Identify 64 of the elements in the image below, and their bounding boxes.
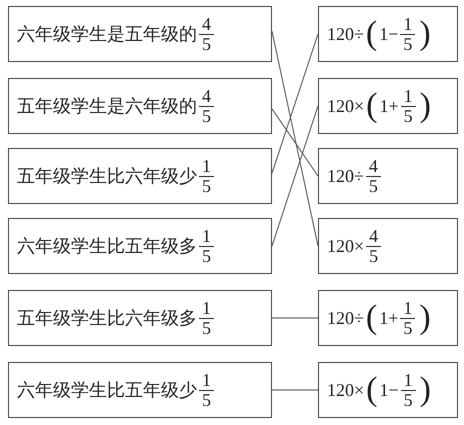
denominator: 5 bbox=[403, 318, 412, 338]
matching-line bbox=[272, 34, 318, 174]
numerator: 1 bbox=[400, 14, 416, 34]
parenthesis: ) bbox=[420, 89, 431, 123]
statement-text: 六年级学生是五年级的 bbox=[17, 23, 197, 46]
matching-line bbox=[272, 108, 318, 176]
statement-box bbox=[8, 78, 272, 134]
numerator: 4 bbox=[366, 226, 382, 246]
statement-text: 五年级学生比六年级少 bbox=[17, 165, 197, 188]
statement-text: 六年级学生比五年级多 bbox=[17, 235, 197, 258]
denominator: 5 bbox=[202, 390, 211, 410]
numerator: 1 bbox=[199, 370, 214, 390]
parenthesis: ( bbox=[366, 301, 378, 335]
parenthesis: ) bbox=[420, 373, 431, 407]
matching-line bbox=[272, 30, 318, 246]
parenthesis: ( bbox=[366, 89, 378, 123]
expression-text: 1− bbox=[379, 24, 398, 44]
expression-text: 120÷ bbox=[327, 308, 364, 328]
parenthesis: ) bbox=[419, 301, 431, 335]
expression-text: 120× bbox=[327, 96, 364, 116]
numerator: 4 bbox=[199, 86, 214, 106]
expression-box bbox=[318, 6, 458, 62]
statement-box bbox=[8, 290, 272, 346]
expression-box bbox=[318, 362, 458, 418]
statement-text: 六年级学生比五年级少 bbox=[17, 379, 197, 402]
numerator: 1 bbox=[199, 226, 214, 246]
statement-text: 五年级学生是六年级的 bbox=[17, 95, 197, 118]
denominator: 5 bbox=[368, 176, 378, 196]
parenthesis: ( bbox=[366, 17, 378, 51]
statement-box bbox=[8, 6, 272, 62]
statement-box bbox=[8, 148, 272, 204]
expression-box bbox=[318, 78, 458, 134]
expression-box bbox=[318, 148, 458, 204]
denominator: 5 bbox=[202, 34, 211, 54]
expression-text: 120× bbox=[327, 236, 364, 256]
expression-box bbox=[318, 290, 458, 346]
expression-text: 120÷ bbox=[327, 24, 364, 44]
denominator: 5 bbox=[403, 34, 412, 54]
expression-text: 1+ bbox=[379, 308, 398, 328]
expression-box bbox=[318, 218, 458, 274]
numerator: 1 bbox=[400, 298, 416, 318]
statement-box bbox=[8, 362, 272, 418]
numerator: 4 bbox=[366, 156, 381, 176]
denominator: 5 bbox=[369, 246, 378, 266]
expression-text: 1− bbox=[379, 380, 399, 400]
numerator: 1 bbox=[199, 156, 214, 176]
matching-line bbox=[272, 106, 318, 246]
denominator: 5 bbox=[404, 106, 413, 126]
statement-box bbox=[8, 218, 272, 274]
denominator: 5 bbox=[404, 390, 413, 410]
denominator: 5 bbox=[202, 318, 211, 338]
expression-text: 120÷ bbox=[327, 166, 364, 186]
numerator: 1 bbox=[400, 86, 416, 106]
expression-text: 120× bbox=[327, 380, 364, 400]
parenthesis: ) bbox=[419, 17, 431, 51]
expression-text: 1+ bbox=[379, 96, 399, 116]
denominator: 5 bbox=[202, 176, 211, 196]
numerator: 1 bbox=[199, 298, 214, 318]
statement-text: 五年级学生比六年级多 bbox=[17, 307, 197, 330]
numerator: 4 bbox=[199, 14, 214, 34]
denominator: 5 bbox=[202, 106, 211, 126]
parenthesis: ( bbox=[366, 373, 378, 407]
denominator: 5 bbox=[202, 246, 211, 266]
numerator: 1 bbox=[400, 370, 416, 390]
